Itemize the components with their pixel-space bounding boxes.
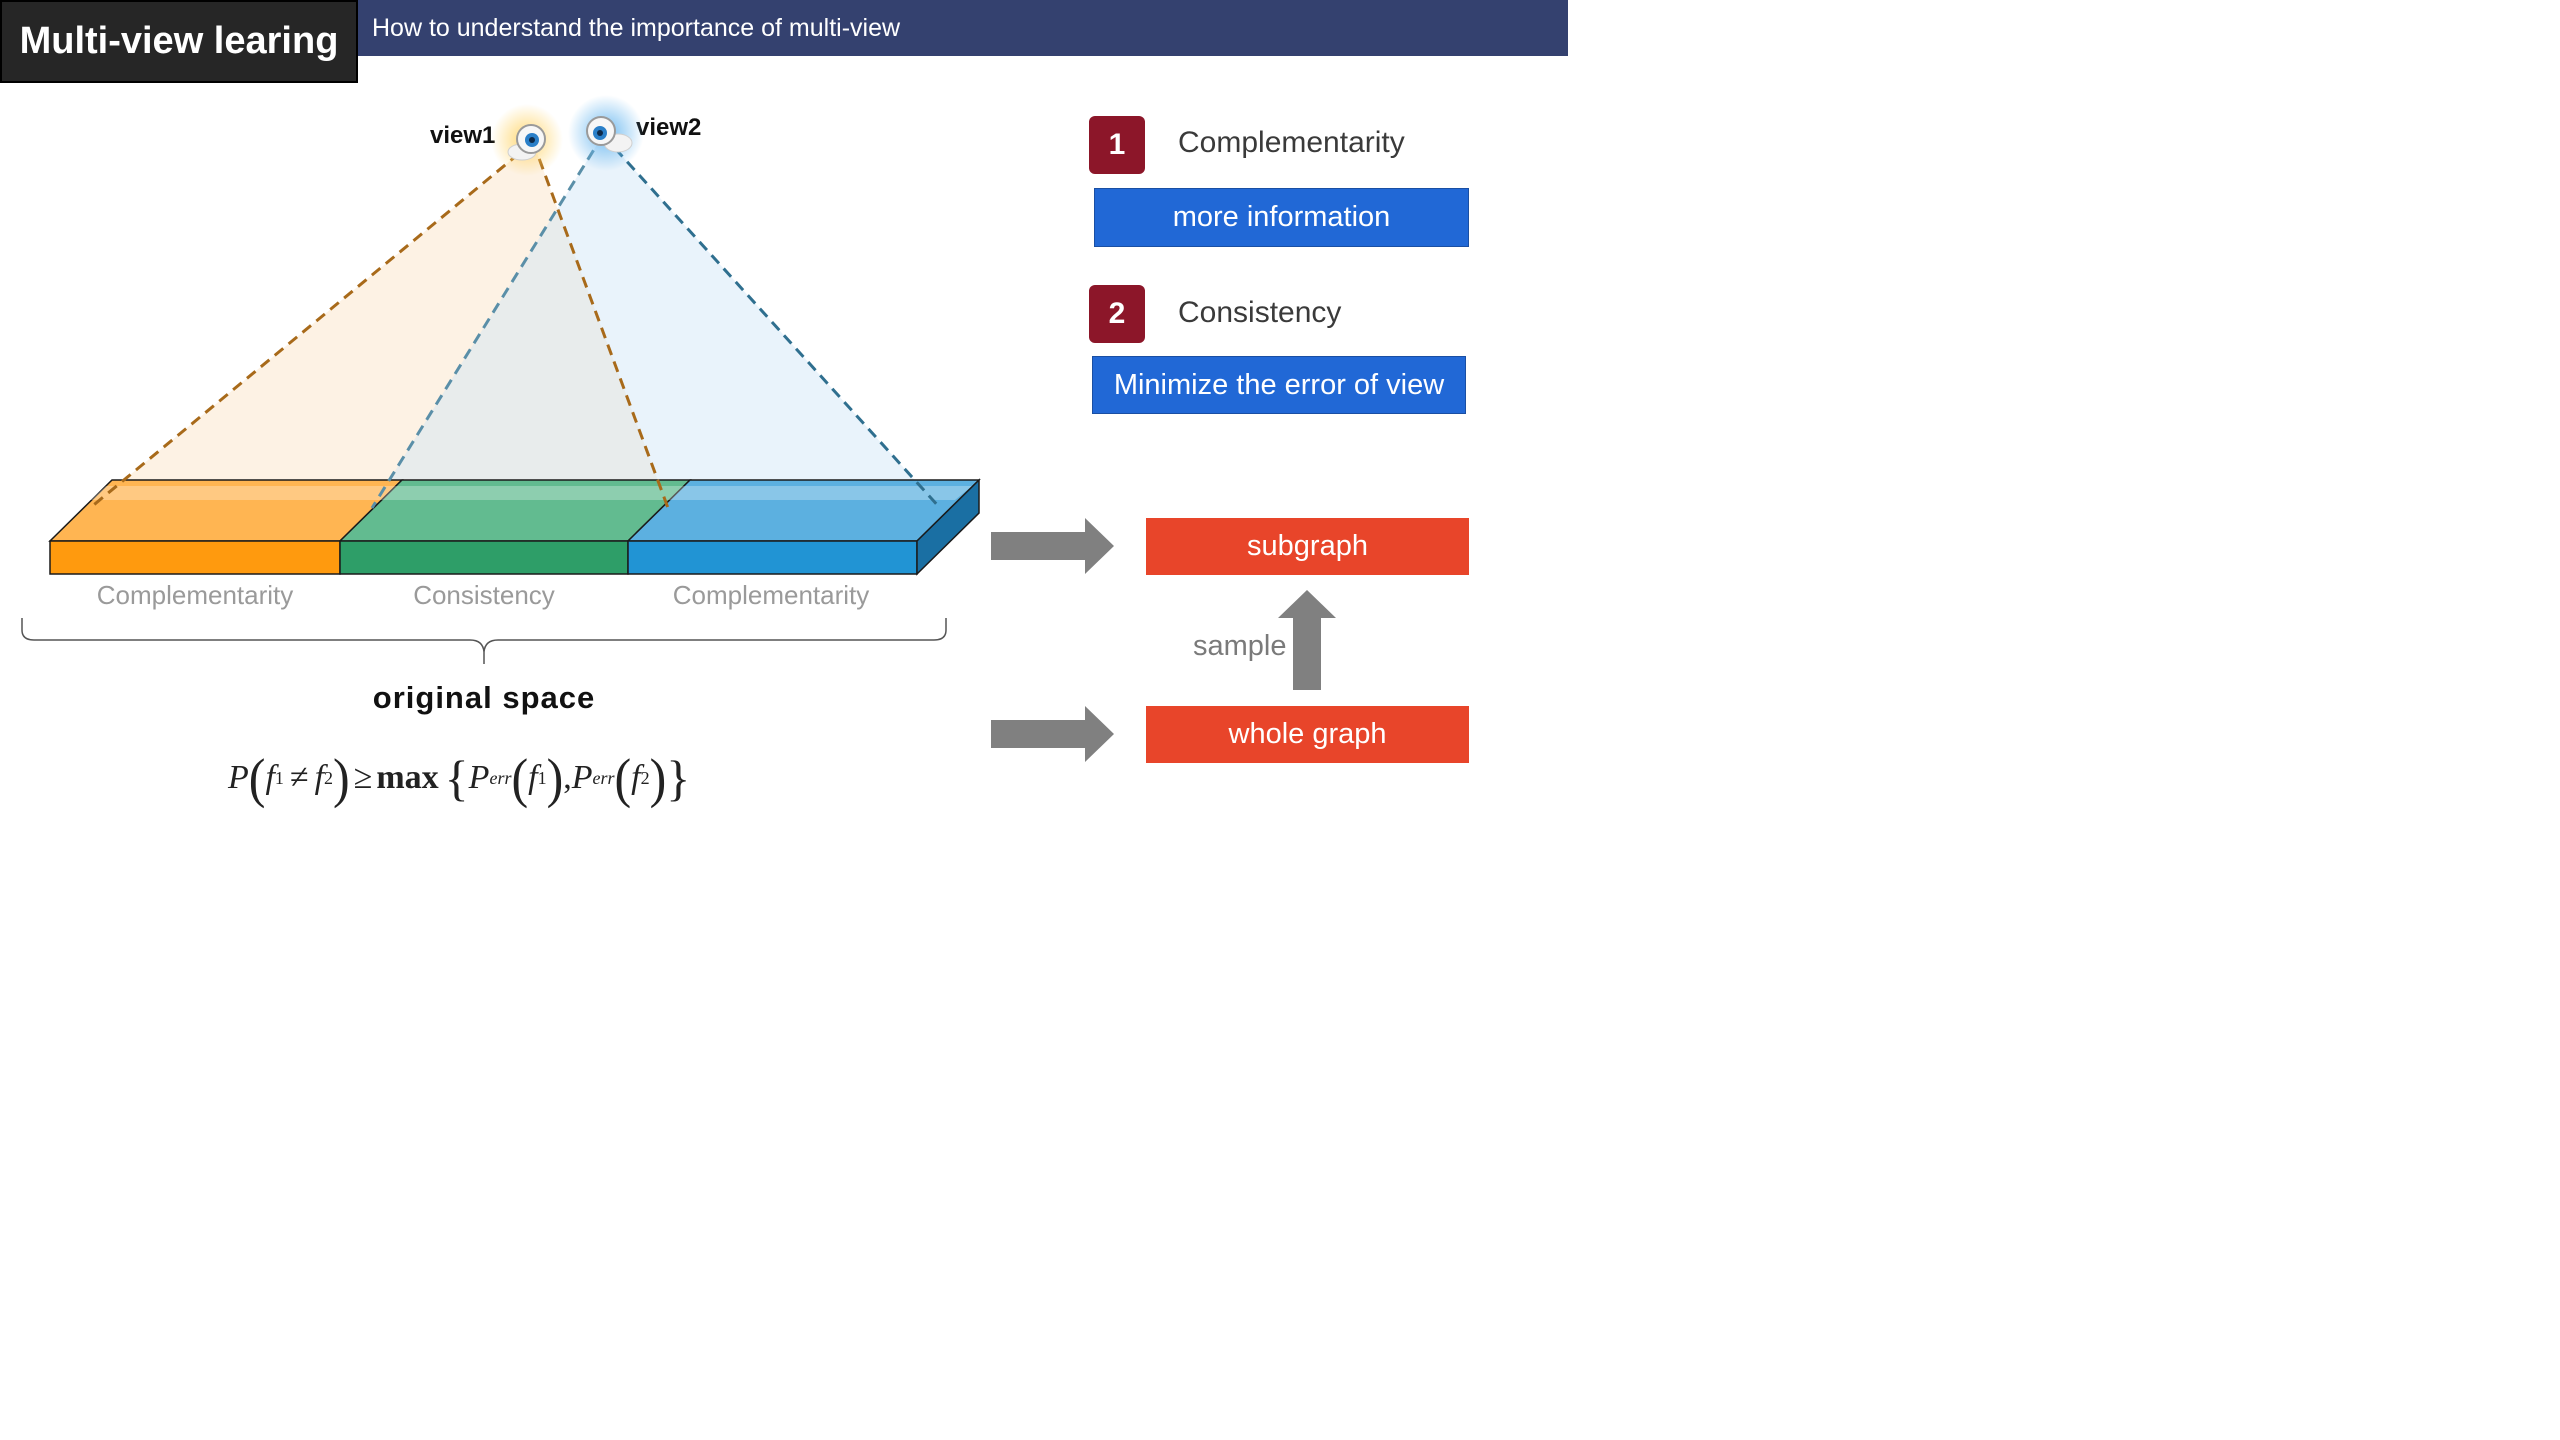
- multi-view-diagram: [21, 95, 1336, 762]
- formula-sub1: 1: [274, 767, 284, 788]
- formula-sup2: 2: [640, 767, 650, 788]
- number-badge-1: 1: [1089, 116, 1145, 174]
- formula-geq: ≥: [353, 759, 373, 796]
- formula-sub2: 2: [324, 767, 334, 788]
- header-subtitle: How to understand the importance of mult…: [358, 0, 1568, 56]
- formula-perr1-P: P: [468, 759, 490, 796]
- formula-neq: ≠: [289, 759, 309, 796]
- right-arrow-icon: [991, 706, 1114, 762]
- whole-graph-box: whole graph: [1146, 706, 1469, 763]
- formula-f1: f: [265, 759, 275, 796]
- bar-top-highlight: [90, 486, 972, 500]
- property-name-complementarity: Complementarity: [1178, 126, 1405, 159]
- formula-err1: err: [489, 767, 512, 788]
- formula-perr2-P: P: [571, 759, 593, 796]
- minimize-error-box: Minimize the error of view: [1092, 356, 1466, 414]
- view2-line-right: [601, 133, 942, 510]
- sample-label: sample: [1193, 630, 1287, 662]
- formula-f-sup1: f: [528, 759, 538, 796]
- segment-label-complementarity-left: Complementarity: [96, 580, 294, 610]
- curly-brace-icon: [21, 618, 947, 664]
- formula-sup1: 1: [537, 767, 547, 788]
- page-title: Multi-view learing: [0, 0, 358, 83]
- formula-P: P: [228, 759, 249, 796]
- bar-side-blue: [916, 478, 980, 576]
- number-badge-2: 2: [1089, 285, 1145, 343]
- formula-max: max: [376, 759, 439, 796]
- subgraph-box: subgraph: [1146, 518, 1469, 575]
- view2-line-left: [370, 134, 605, 509]
- segment-label-consistency: Consistency: [413, 580, 555, 610]
- eye-camera-icon: [491, 104, 563, 176]
- formula-f2: f: [314, 759, 325, 796]
- view1-cone: [90, 142, 668, 508]
- view1-line-right: [531, 141, 670, 509]
- view1-line-left: [89, 140, 534, 510]
- property-name-consistency: Consistency: [1178, 296, 1342, 329]
- segment-label-complementarity-right: Complementarity: [672, 580, 870, 610]
- bar-front-blue: [627, 540, 918, 575]
- bar-front-green: [339, 540, 629, 575]
- right-arrow-icon: [991, 518, 1114, 574]
- view1-label: view1: [430, 122, 496, 149]
- view2-cone: [372, 135, 940, 508]
- eye-camera-icon: [568, 95, 644, 171]
- view2-label: view2: [636, 114, 702, 141]
- more-information-box: more information: [1094, 188, 1469, 247]
- formula-f-sup2: f: [631, 759, 641, 796]
- original-space-label: original space: [372, 680, 596, 715]
- up-arrow-icon: [1278, 590, 1336, 690]
- formula-err2: err: [592, 767, 615, 788]
- bar-front-orange: [49, 540, 341, 575]
